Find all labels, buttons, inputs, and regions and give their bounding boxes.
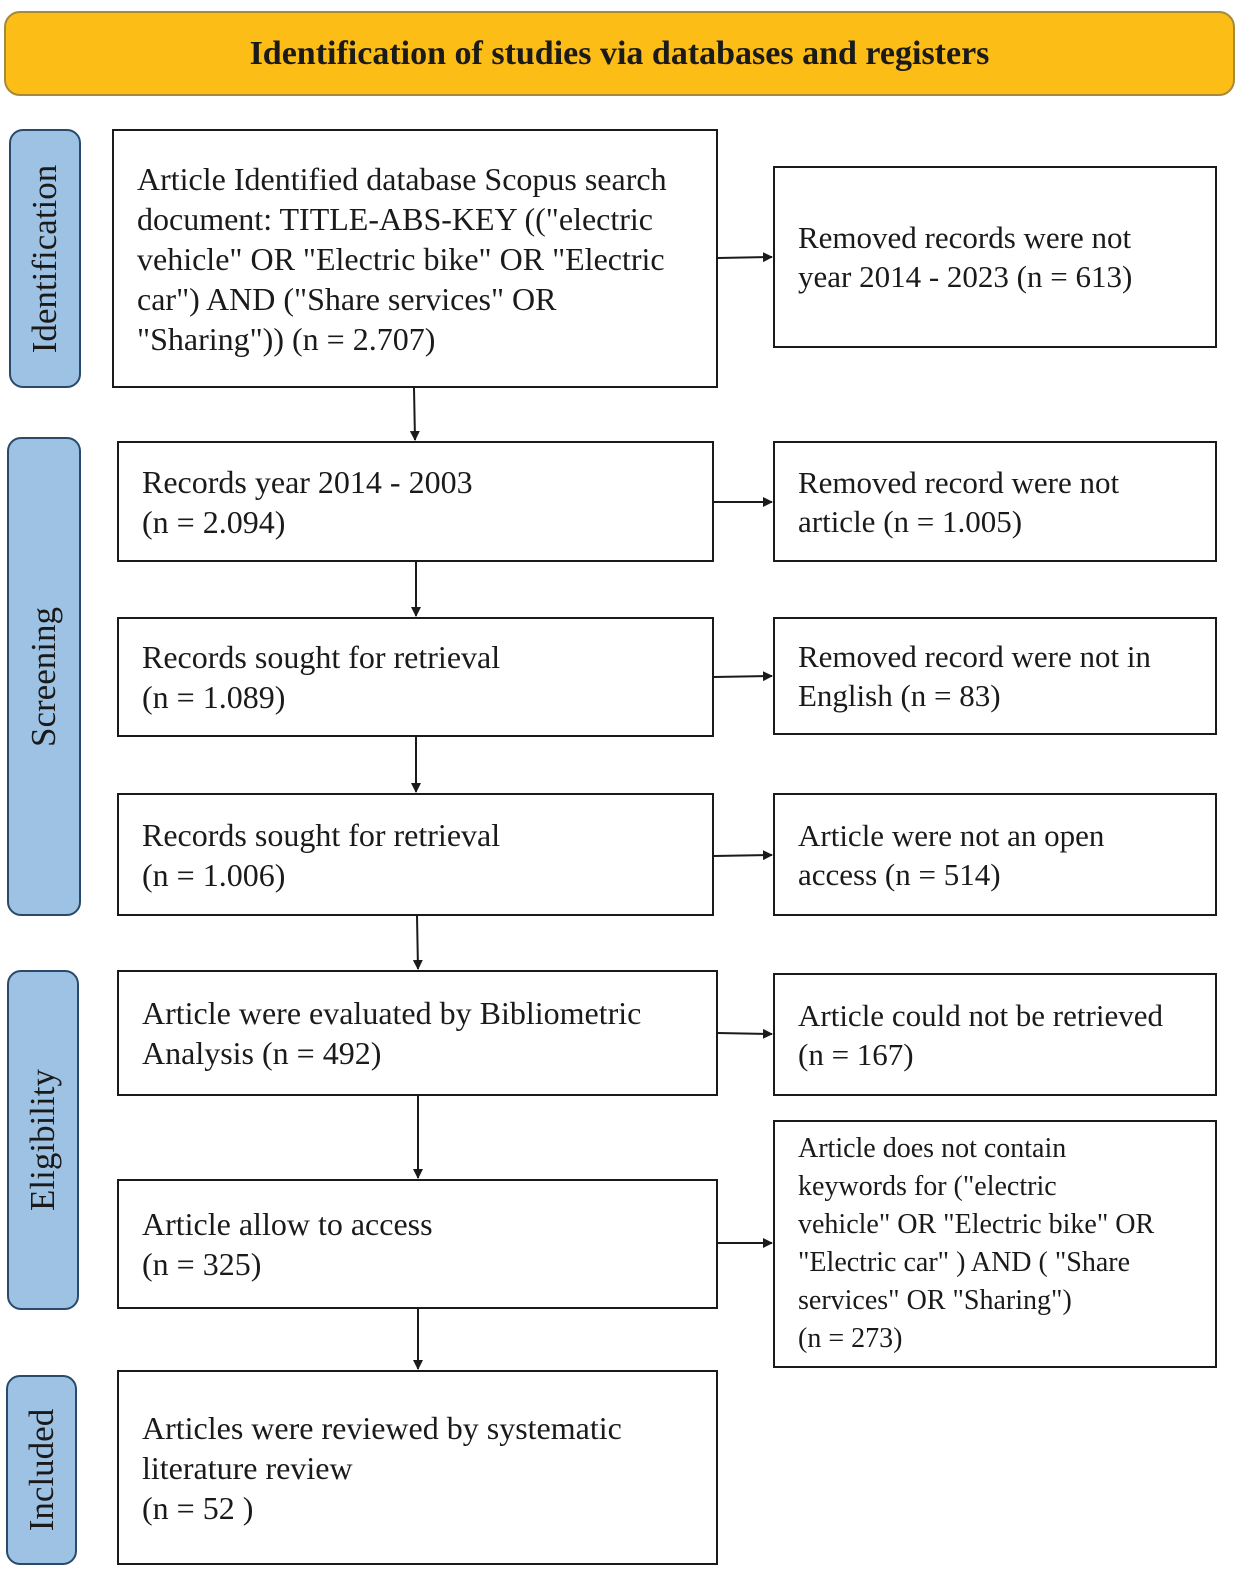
phase-included-label: Included [21,1408,61,1532]
box-line: (n = 167) [798,1036,914,1072]
box-line: Article Identified database Scopus searc… [137,160,667,197]
phase-eligibility: Eligibility [7,970,79,1310]
records-sought-box-2: Records sought for retrieval (n = 1.006) [117,793,714,916]
box-line: Article could not be retrieved [798,997,1163,1033]
box-line: article (n = 1.005) [798,503,1023,539]
phase-eligibility-label: Eligibility [23,1069,62,1211]
box-line: vehicle" OR "Electric bike" OR "Electric [137,240,665,277]
records-sought-box-1: Records sought for retrieval (n = 1.089) [117,617,714,737]
phase-identification: Identification [9,129,81,388]
box-line: year 2014 - 2023 (n = 613) [798,259,1133,294]
phase-included: Included [6,1375,77,1565]
box-line: (n = 325) [142,1246,262,1282]
box-line: keywords for ("electric [798,1171,1057,1202]
no-keywords-box: Article does not contain keywords for ("… [773,1120,1217,1368]
arrow-right [713,850,773,861]
box-line: (n = 273) [798,1323,903,1354]
box-line: Article allow to access [142,1206,433,1242]
box-line: (n = 1.089) [142,679,286,715]
removed-not-english-box: Removed record were not in English (n = … [773,617,1217,735]
box-line: (n = 2.094) [142,503,286,540]
box-line: Removed record were not [798,464,1120,500]
box-line: Articles were reviewed by systematic [142,1409,622,1446]
arrow-down [412,915,423,970]
box-line: Article were evaluated by Bibliometric [142,995,642,1031]
box-line: "Sharing")) (n = 2.707) [137,320,436,357]
box-line: Removed record were not in [798,639,1151,674]
arrow-right [717,252,773,263]
removed-year-box: Removed records were not year 2014 - 202… [773,166,1217,348]
box-line: services" OR "Sharing") [798,1285,1072,1316]
box-line: vehicle" OR "Electric bike" OR [798,1209,1155,1240]
arrow-down [409,387,420,441]
not-retrieved-box: Article could not be retrieved (n = 167) [773,973,1217,1096]
arrow-right [717,1028,773,1039]
phase-identification-label: Identification [25,164,64,353]
box-line: document: TITLE-ABS-KEY (("electric [137,200,653,237]
box-line: Article were not an open [798,817,1105,853]
box-line: English (n = 83) [798,678,1001,713]
removed-not-article-box: Removed record were not article (n = 1.0… [773,441,1217,562]
bibliometric-evaluated-box: Article were evaluated by Bibliometric A… [117,970,718,1096]
arrow-right [713,671,773,682]
box-line: Records year 2014 - 2003 [142,463,473,500]
diagram-header: Identification of studies via databases … [4,11,1235,96]
box-line: "Electric car" ) AND ( "Share [798,1247,1131,1278]
box-line: Records sought for retrieval [142,816,501,853]
box-line: Removed records were not [798,220,1132,255]
header-title: Identification of studies via databases … [249,34,990,72]
identified-records-box: Article Identified database Scopus searc… [112,129,718,388]
phase-screening-label: Screening [24,606,63,747]
phase-screening: Screening [7,437,81,916]
box-line: Analysis (n = 492) [142,1035,382,1071]
not-open-access-box: Article were not an open access (n = 514… [773,793,1217,916]
box-line: Article does not contain [798,1133,1067,1164]
box-line: literature review [142,1449,353,1486]
box-line: (n = 1.006) [142,856,286,893]
box-line: car") AND ("Share services" OR [137,280,557,317]
allow-access-box: Article allow to access (n = 325) [117,1179,718,1309]
box-line: (n = 52 ) [142,1489,254,1526]
box-line: access (n = 514) [798,856,1001,892]
box-line: Records sought for retrieval [142,639,501,675]
records-year-box: Records year 2014 - 2003 (n = 2.094) [117,441,714,562]
included-reviewed-box: Articles were reviewed by systematic lit… [117,1370,718,1565]
